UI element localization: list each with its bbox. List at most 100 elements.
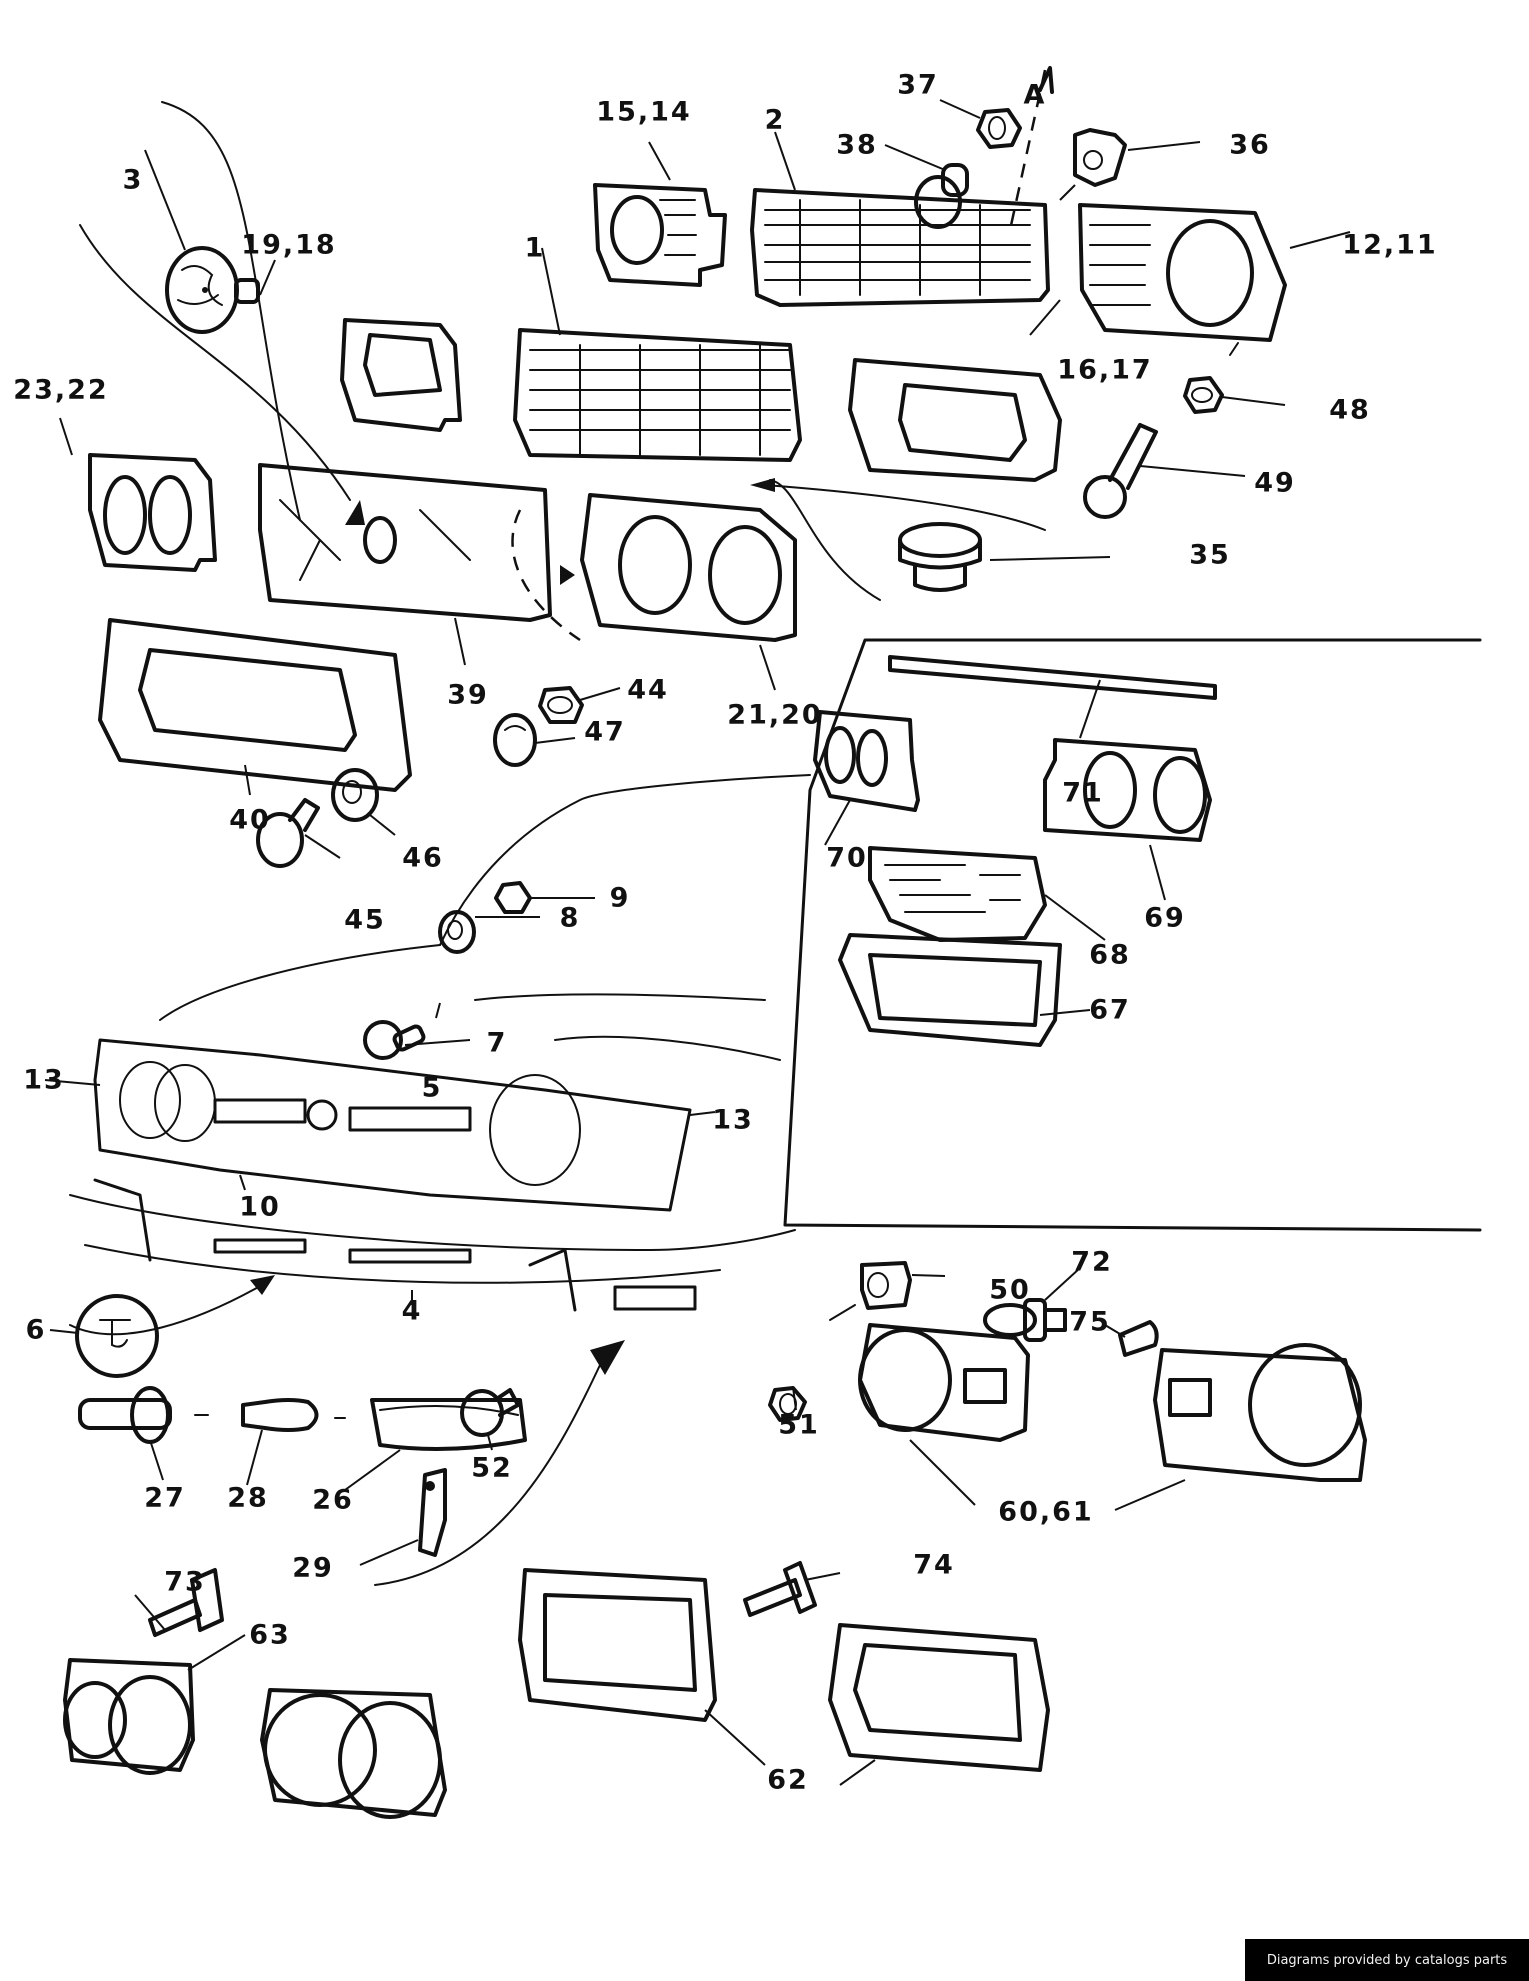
callout-74[interactable]: 74 bbox=[913, 1549, 955, 1581]
callout-45[interactable]: 45 bbox=[344, 904, 386, 936]
callout-29[interactable]: 29 bbox=[292, 1552, 334, 1584]
part-frame-23-22[interactable] bbox=[88, 453, 217, 572]
callout-19-18[interactable]: 19,18 bbox=[241, 229, 337, 261]
part-bolt-45[interactable] bbox=[256, 798, 320, 868]
part-nut-9[interactable] bbox=[494, 881, 532, 914]
callout-40[interactable]: 40 bbox=[229, 804, 271, 836]
callout-68[interactable]: 68 bbox=[1089, 939, 1131, 971]
part-grommet-35[interactable] bbox=[898, 522, 982, 592]
part-bolt-7[interactable] bbox=[363, 1020, 426, 1060]
callout-46[interactable]: 46 bbox=[402, 842, 444, 874]
callout-28[interactable]: 28 bbox=[227, 1482, 269, 1514]
part-headlamp-dual-large[interactable] bbox=[260, 1688, 447, 1819]
callout-15-14[interactable]: 15,14 bbox=[596, 96, 692, 128]
callout-69[interactable]: 69 bbox=[1144, 902, 1186, 934]
car-front-outline bbox=[69, 774, 811, 1586]
part-halogen-bulb-73[interactable] bbox=[148, 1568, 224, 1637]
part-panel-39[interactable] bbox=[258, 463, 552, 622]
part-socket-27[interactable] bbox=[78, 1386, 172, 1444]
callout-2[interactable]: 2 bbox=[764, 104, 786, 136]
part-clip-36[interactable] bbox=[1073, 128, 1127, 187]
callout-72[interactable]: 72 bbox=[1071, 1246, 1113, 1278]
callout-75[interactable]: 75 bbox=[1069, 1306, 1111, 1338]
part-headlamp-62-right[interactable] bbox=[828, 1623, 1050, 1772]
part-bulb-holder-72[interactable] bbox=[983, 1298, 1067, 1342]
callout-21-20[interactable]: 21,20 bbox=[727, 699, 823, 731]
part-bolt-49[interactable] bbox=[1083, 423, 1158, 519]
callout-A: A bbox=[1023, 79, 1047, 111]
callout-10[interactable]: 10 bbox=[239, 1191, 281, 1223]
callout-47[interactable]: 47 bbox=[584, 716, 626, 748]
callout-62[interactable]: 62 bbox=[767, 1764, 809, 1796]
callout-5[interactable]: 5 bbox=[421, 1072, 443, 1104]
callout-8[interactable]: 8 bbox=[559, 902, 581, 934]
part-clip-50[interactable] bbox=[860, 1261, 912, 1310]
part-emblem-6[interactable] bbox=[75, 1294, 159, 1378]
part-halogen-bulb-74[interactable] bbox=[743, 1561, 817, 1617]
callout-51[interactable]: 51 bbox=[778, 1409, 820, 1441]
part-bulb-28[interactable] bbox=[241, 1398, 319, 1432]
part-bracket-29[interactable] bbox=[418, 1468, 447, 1557]
part-nut-48[interactable] bbox=[1183, 376, 1224, 414]
callout-13-right[interactable]: 13 bbox=[712, 1104, 754, 1136]
callout-16-17[interactable]: 16,17 bbox=[1057, 354, 1153, 386]
callout-27[interactable]: 27 bbox=[144, 1482, 186, 1514]
callout-12-11[interactable]: 12,11 bbox=[1342, 229, 1438, 261]
inset-variants-box bbox=[783, 638, 1482, 1232]
part-frame-16-17[interactable] bbox=[848, 358, 1062, 482]
callout-52[interactable]: 52 bbox=[471, 1452, 513, 1484]
callout-23-22[interactable]: 23,22 bbox=[13, 374, 109, 406]
part-strip-71[interactable] bbox=[888, 655, 1217, 700]
part-frame-15-14[interactable] bbox=[593, 183, 727, 287]
callout-36[interactable]: 36 bbox=[1229, 129, 1271, 161]
attribution-footer: Diagrams provided by catalogs parts bbox=[1245, 1939, 1529, 1981]
callout-67[interactable]: 67 bbox=[1089, 994, 1131, 1026]
part-bulb-75[interactable] bbox=[1118, 1320, 1159, 1357]
callout-39[interactable]: 39 bbox=[447, 679, 489, 711]
callout-60-61[interactable]: 60,61 bbox=[998, 1496, 1094, 1528]
callout-63[interactable]: 63 bbox=[249, 1619, 291, 1651]
callout-37[interactable]: 37 bbox=[897, 69, 939, 101]
part-bulb-38[interactable] bbox=[914, 163, 969, 229]
callout-50[interactable]: 50 bbox=[989, 1274, 1031, 1306]
part-nut-37[interactable] bbox=[976, 108, 1022, 149]
part-washer-46[interactable] bbox=[331, 768, 379, 822]
callout-44[interactable]: 44 bbox=[627, 674, 669, 706]
callout-26[interactable]: 26 bbox=[312, 1484, 354, 1516]
callout-7[interactable]: 7 bbox=[486, 1027, 508, 1059]
callout-70[interactable]: 70 bbox=[826, 842, 868, 874]
callout-4[interactable]: 4 bbox=[401, 1295, 423, 1327]
part-grille-insert-68[interactable] bbox=[868, 846, 1047, 942]
callout-9[interactable]: 9 bbox=[609, 882, 631, 914]
callout-3[interactable]: 3 bbox=[122, 164, 144, 196]
callout-38[interactable]: 38 bbox=[836, 129, 878, 161]
part-bolt-52[interactable] bbox=[460, 1388, 520, 1437]
part-grille-1[interactable] bbox=[513, 328, 802, 462]
part-frame-70[interactable] bbox=[813, 710, 920, 812]
part-washer-8[interactable] bbox=[438, 910, 476, 954]
callout-13-left[interactable]: 13 bbox=[23, 1064, 65, 1096]
part-grille-2[interactable] bbox=[750, 188, 1050, 307]
part-headlamp-63[interactable] bbox=[63, 1658, 195, 1775]
callout-71[interactable]: 71 bbox=[1062, 777, 1104, 809]
part-cap-nut-47[interactable] bbox=[493, 713, 537, 767]
part-frame-69[interactable] bbox=[1043, 738, 1212, 842]
callout-48[interactable]: 48 bbox=[1329, 394, 1371, 426]
part-frame-12-11[interactable] bbox=[1078, 203, 1287, 342]
callout-73[interactable]: 73 bbox=[164, 1566, 206, 1598]
part-frame-19-18[interactable] bbox=[340, 318, 462, 432]
part-frame-67[interactable] bbox=[838, 933, 1062, 1047]
callout-35[interactable]: 35 bbox=[1189, 539, 1231, 571]
part-headlamp-60-61-right[interactable] bbox=[1153, 1343, 1367, 1482]
part-headlamp-60-61-left[interactable] bbox=[858, 1323, 1030, 1442]
part-nut-44[interactable] bbox=[538, 686, 584, 724]
callout-6[interactable]: 6 bbox=[25, 1314, 47, 1346]
callout-1[interactable]: 1 bbox=[524, 232, 546, 264]
part-headlamp-62-left[interactable] bbox=[518, 1568, 717, 1722]
callout-49[interactable]: 49 bbox=[1254, 467, 1296, 499]
part-frame-21-20[interactable] bbox=[580, 493, 797, 642]
part-emblem-3[interactable] bbox=[165, 246, 260, 334]
part-frame-40[interactable] bbox=[98, 618, 412, 792]
